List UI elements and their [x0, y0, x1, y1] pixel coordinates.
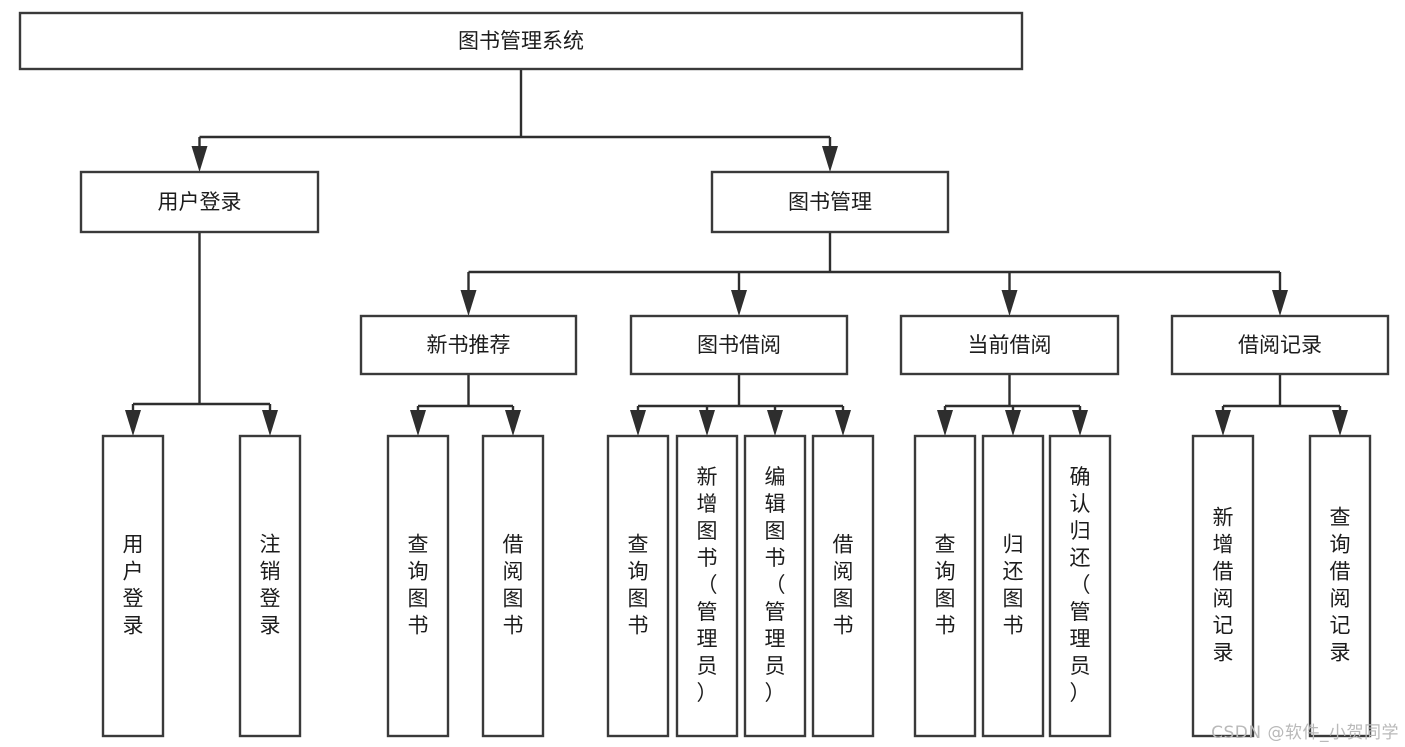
edge-arrowhead: [125, 410, 141, 436]
node-label: 查询图书: [935, 533, 956, 638]
edge-arrowhead: [262, 410, 278, 436]
edge-arrowhead: [1005, 410, 1021, 436]
node-box[interactable]: [913, 434, 977, 738]
node-label: 新增借阅记录: [1213, 506, 1234, 665]
node-label: 新增图书（管理员）: [697, 465, 718, 705]
node-l1_1[interactable]: 图书管理: [710, 170, 950, 234]
edge-arrowhead: [1215, 410, 1231, 436]
edges-layer: [125, 69, 1348, 436]
node-label: 图书管理: [788, 190, 872, 214]
node-leaf_4[interactable]: 查询图书: [606, 434, 670, 738]
node-leaf_12[interactable]: 查询借阅记录: [1308, 434, 1372, 738]
node-box[interactable]: [606, 434, 670, 738]
node-label: 用户登录: [158, 190, 242, 214]
edge-arrowhead: [1072, 410, 1088, 436]
edge-group-l2_0: [410, 374, 521, 436]
node-box[interactable]: [899, 314, 1120, 376]
node-label: 查询图书: [628, 533, 649, 638]
edge-group-l1_0: [125, 232, 278, 436]
node-root[interactable]: 图书管理系统: [18, 11, 1024, 71]
node-box[interactable]: [101, 434, 165, 738]
node-leaf_3[interactable]: 借阅图书: [481, 434, 545, 738]
node-label: 确认归还（管理员）: [1070, 465, 1091, 705]
edge-group-l2_3: [1215, 374, 1348, 436]
node-leaf_8[interactable]: 查询图书: [913, 434, 977, 738]
node-box[interactable]: [629, 314, 849, 376]
node-label: 借阅图书: [833, 533, 854, 638]
edge-arrowhead: [937, 410, 953, 436]
node-box[interactable]: [743, 434, 807, 738]
node-leaf_9[interactable]: 归还图书: [981, 434, 1045, 738]
node-box[interactable]: [1191, 434, 1255, 738]
node-label: 用户登录: [123, 533, 144, 638]
node-label: 归还图书: [1003, 533, 1024, 638]
node-label: 借阅记录: [1238, 333, 1322, 357]
node-label: 编辑图书（管理员）: [765, 465, 786, 705]
node-leaf_10[interactable]: 确认归还（管理员）: [1048, 434, 1112, 738]
node-box[interactable]: [238, 434, 302, 738]
edge-arrowhead: [1272, 290, 1288, 316]
node-label: 新书推荐: [427, 333, 511, 357]
node-l2_2[interactable]: 当前借阅: [899, 314, 1120, 376]
node-box[interactable]: [1308, 434, 1372, 738]
node-leaf_1[interactable]: 注销登录: [238, 434, 302, 738]
edge-group-root: [191, 69, 838, 172]
edge-arrowhead: [630, 410, 646, 436]
node-leaf_5[interactable]: 新增图书（管理员）: [675, 434, 739, 738]
node-label: 查询图书: [408, 533, 429, 638]
edge-arrowhead: [731, 290, 747, 316]
csdn-watermark: CSDN @软件_小贺同学: [1211, 723, 1399, 743]
node-label: 图书管理系统: [458, 29, 584, 53]
edge-arrowhead: [835, 410, 851, 436]
node-box[interactable]: [386, 434, 450, 738]
node-label: 图书借阅: [697, 333, 781, 357]
edge-arrowhead: [505, 410, 521, 436]
node-label: 借阅图书: [503, 533, 524, 638]
node-box[interactable]: [1170, 314, 1390, 376]
edge-group-l2_1: [630, 374, 851, 436]
edge-arrowhead: [699, 410, 715, 436]
node-label: 注销登录: [260, 533, 281, 638]
node-box[interactable]: [811, 434, 875, 738]
edge-arrowhead: [1001, 290, 1018, 316]
edge-arrowhead: [410, 410, 426, 436]
node-box[interactable]: [18, 11, 1024, 71]
edge-arrowhead: [767, 410, 783, 436]
node-box[interactable]: [79, 170, 320, 234]
node-leaf_11[interactable]: 新增借阅记录: [1191, 434, 1255, 738]
edge-arrowhead: [460, 290, 477, 316]
node-l2_0[interactable]: 新书推荐: [359, 314, 578, 376]
node-leaf_2[interactable]: 查询图书: [386, 434, 450, 738]
edge-group-l1_1: [460, 232, 1288, 316]
edge-group-l2_2: [937, 374, 1088, 436]
node-box[interactable]: [981, 434, 1045, 738]
node-box[interactable]: [675, 434, 739, 738]
node-leaf_0[interactable]: 用户登录: [101, 434, 165, 738]
node-label: 查询借阅记录: [1330, 506, 1351, 665]
node-l2_3[interactable]: 借阅记录: [1170, 314, 1390, 376]
node-box[interactable]: [1048, 434, 1112, 738]
edge-arrowhead: [822, 146, 838, 172]
node-l1_0[interactable]: 用户登录: [79, 170, 320, 234]
node-box[interactable]: [710, 170, 950, 234]
edge-arrowhead: [191, 146, 208, 172]
edge-arrowhead: [1332, 410, 1348, 436]
node-box[interactable]: [481, 434, 545, 738]
node-leaf_6[interactable]: 编辑图书（管理员）: [743, 434, 807, 738]
node-l2_1[interactable]: 图书借阅: [629, 314, 849, 376]
node-box[interactable]: [359, 314, 578, 376]
node-label: 当前借阅: [968, 333, 1052, 357]
node-leaf_7[interactable]: 借阅图书: [811, 434, 875, 738]
nodes-layer: 图书管理系统用户登录图书管理新书推荐图书借阅当前借阅借阅记录用户登录注销登录查询…: [18, 11, 1390, 738]
